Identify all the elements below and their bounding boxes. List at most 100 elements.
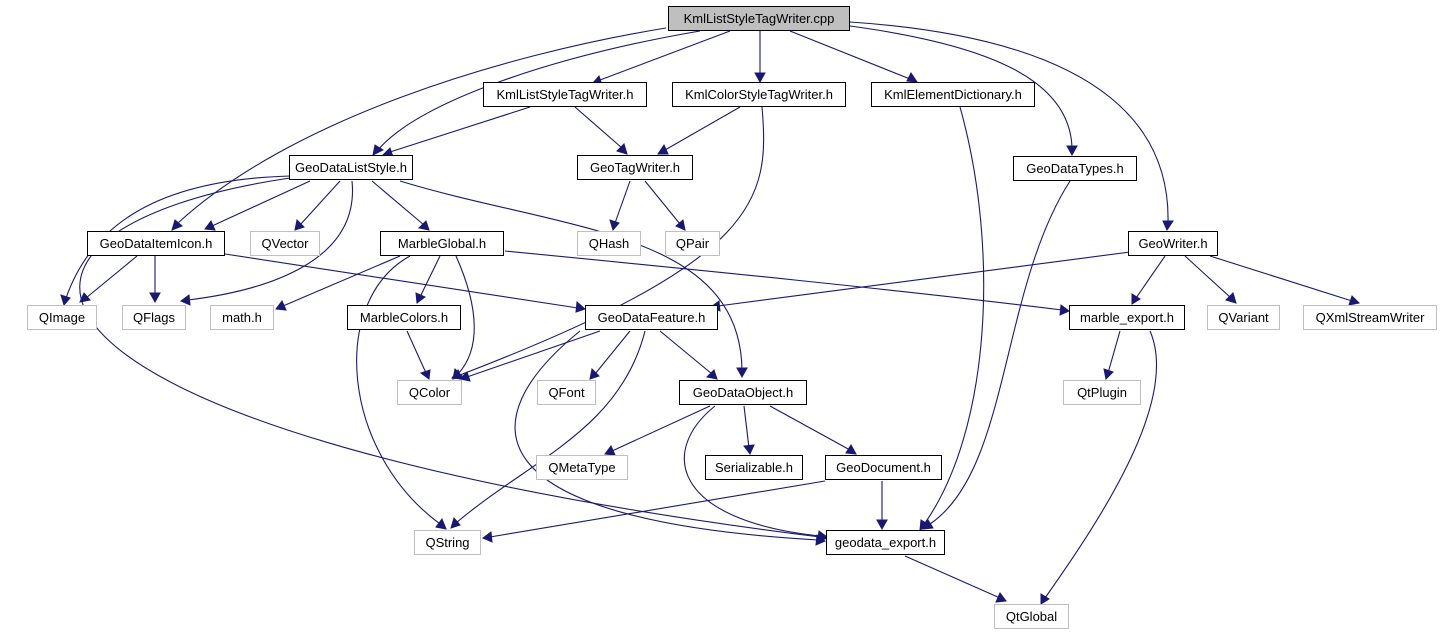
node-geodata-export-h[interactable]: geodata_export.h — [826, 530, 945, 555]
edge-geodataliststyle-h-to-qimage — [65, 175, 291, 299]
arrowhead — [171, 219, 183, 231]
edge-geowriter-h-to-qvariant — [1184, 255, 1232, 299]
edge-marbleglobal-h-to-marble-export-h — [504, 250, 1063, 311]
edge-kmlcolorstyletagwriter-h-to-geotagwriter-h — [664, 106, 741, 151]
arrowhead — [149, 292, 161, 304]
node-geotagwriter-h[interactable]: GeoTagWriter.h — [577, 155, 693, 180]
edge-marbleglobal-h-to-marblecolors-h — [419, 255, 441, 298]
node-qvariant: QVariant — [1207, 305, 1280, 330]
edge-cpp-to-kmlelementdictionary-h — [789, 30, 911, 80]
arrowhead — [450, 516, 461, 529]
arrowhead — [1225, 292, 1237, 304]
edge-kmlelementdictionary-h-to-geodata-export-h — [924, 106, 985, 524]
node-geodatatypes-h[interactable]: GeoDataTypes.h — [1013, 156, 1137, 181]
edge-geodocument-h-to-qstring — [489, 480, 826, 538]
node-qflags: QFlags — [122, 305, 186, 330]
edge-geodata-export-h-to-qtglobal — [904, 555, 1001, 599]
node-kmlliststyletagwriter-cpp: KmlListStyleTagWriter.cpp — [668, 6, 850, 31]
edge-geodatafeature-h-to-geodata-export-h — [514, 330, 819, 541]
node-geodocument-h[interactable]: GeoDocument.h — [825, 455, 942, 480]
node-qtplugin: QtPlugin — [1063, 380, 1141, 405]
edge-marblecolors-h-to-qcolor — [406, 330, 427, 374]
edge-marbleglobal-h-to-math-h — [282, 255, 401, 307]
arrowhead — [204, 220, 216, 231]
edge-marble-export-h-to-qtplugin — [1107, 330, 1121, 374]
edge-geodatafeature-h-to-geodataobject-h — [659, 330, 713, 375]
arrowhead — [1131, 293, 1141, 305]
arrowhead — [419, 369, 431, 380]
arrowhead — [435, 517, 447, 530]
arrowhead — [1066, 145, 1078, 157]
node-marblecolors-h[interactable]: MarbleColors.h — [347, 305, 461, 330]
node-qcolor: QColor — [397, 380, 462, 405]
arrowhead — [845, 444, 857, 455]
edge-geodataobject-h-to-geodata-export-h — [683, 405, 821, 537]
node-math-h: math.h — [210, 305, 274, 330]
arrowhead — [452, 367, 463, 380]
arrowhead — [482, 531, 493, 543]
edge-geowriter-h-to-geodatafeature-h — [717, 251, 1131, 307]
edge-geodatafeature-h-to-qfont — [594, 330, 631, 375]
edge-marbleglobal-h-to-qcolor — [455, 255, 475, 375]
arrowhead — [736, 367, 748, 379]
node-qpair: QPair — [665, 231, 720, 256]
arrowhead — [922, 519, 934, 530]
node-kmlliststyletagwriter-h[interactable]: KmlListStyleTagWriter.h — [483, 82, 647, 107]
node-geowriter-h[interactable]: GeoWriter.h — [1128, 231, 1218, 256]
edge-geodataliststyle-h-to-marbleglobal-h — [371, 180, 425, 226]
edge-kmlcolorstyletagwriter-h-to-qcolor — [459, 106, 765, 376]
node-geodataobject-h[interactable]: GeoDataObject.h — [679, 380, 807, 405]
node-marbleglobal-h[interactable]: MarbleGlobal.h — [380, 231, 504, 256]
node-geodatafeature-h[interactable]: GeoDataFeature.h — [585, 305, 718, 330]
edge-geodataliststyle-h-to-geodataobject-h — [399, 180, 743, 371]
node-qhash: QHash — [577, 231, 641, 256]
edge-geodataliststyle-h-to-geodata-export-h — [79, 177, 821, 538]
arrowhead — [60, 294, 71, 307]
arrowhead — [705, 369, 718, 380]
arrowhead — [589, 367, 600, 380]
edge-cpp-to-geodatatypes-h — [849, 25, 1073, 149]
edge-kmlliststyletagwriter-h-to-geodataliststyle-h — [389, 106, 531, 153]
node-serializable-h[interactable]: Serializable.h — [705, 455, 803, 480]
edge-geodataitemicon-h-to-geodatafeature-h — [224, 253, 579, 309]
node-qmetatype: QMetaType — [536, 455, 628, 480]
edge-cpp-to-geodataitemicon-h — [177, 27, 667, 224]
edge-marbleglobal-h-to-qstring — [356, 255, 441, 525]
node-marble-export-h[interactable]: marble_export.h — [1069, 305, 1185, 330]
node-geodataitemicon-h[interactable]: GeoDataItemIcon.h — [87, 231, 225, 256]
arrowhead — [906, 72, 919, 83]
arrowhead — [675, 219, 686, 231]
node-qxmlstreamwriter: QXmlStreamWriter — [1303, 305, 1437, 330]
node-kmlelementdictionary-h[interactable]: KmlElementDictionary.h — [871, 82, 1035, 107]
edge-geodatafeature-h-to-qstring — [455, 330, 646, 524]
edge-cpp-to-geodataliststyle-h — [377, 30, 701, 151]
arrowhead — [609, 219, 620, 232]
arrowhead — [876, 519, 888, 531]
arrowhead — [372, 144, 385, 156]
edge-geotagwriter-h-to-qpair — [644, 180, 681, 225]
edge-geodataobject-h-to-serializable-h — [743, 405, 750, 449]
node-qimage: QImage — [27, 305, 97, 330]
arrowhead — [458, 371, 471, 382]
arrowhead — [1162, 220, 1174, 232]
arrowhead — [415, 292, 426, 304]
edge-geowriter-h-to-qxmlstreamwriter — [1209, 255, 1353, 302]
node-qstring: QString — [414, 530, 481, 555]
edge-geodatatypes-h-to-geodata-export-h — [929, 180, 1071, 525]
node-geodataliststyle-h[interactable]: GeoDataListStyle.h — [289, 155, 413, 180]
arrowhead — [1040, 593, 1050, 605]
node-kmlcolorstyletagwriter-h[interactable]: KmlColorStyleTagWriter.h — [672, 82, 846, 107]
arrowhead — [294, 218, 305, 231]
arrowhead — [657, 143, 669, 155]
arrowhead — [817, 530, 828, 542]
edge-marble-export-h-to-qtglobal — [1044, 330, 1158, 599]
node-qtglobal: QtGlobal — [994, 604, 1069, 629]
edge-geowriter-h-to-marble-export-h — [1135, 255, 1166, 299]
edge-geodataobject-h-to-qmetatype — [611, 405, 711, 452]
arrowhead — [616, 143, 628, 155]
arrowhead — [604, 445, 616, 456]
arrowhead — [1103, 368, 1114, 381]
arrowhead — [1059, 304, 1070, 316]
